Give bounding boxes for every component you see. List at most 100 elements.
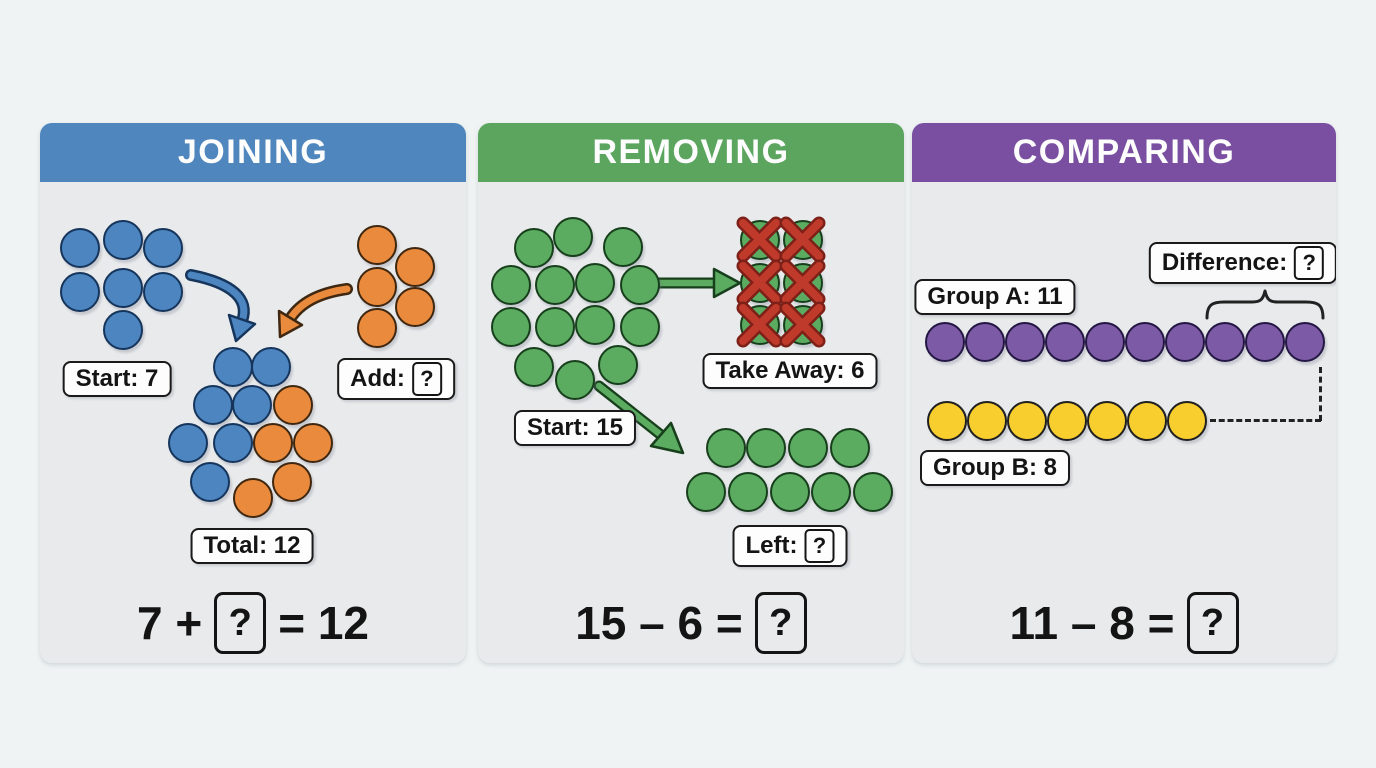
counter-dot bbox=[103, 268, 143, 308]
group-b-yellow bbox=[912, 123, 1336, 663]
counter-dot bbox=[686, 472, 726, 512]
unknown-value-box: ? bbox=[804, 529, 835, 563]
counter-dot bbox=[1047, 401, 1087, 441]
counter-dot bbox=[1285, 322, 1325, 362]
group-b-label: Group B: 8 bbox=[920, 450, 1070, 486]
equation-text: = 12 bbox=[278, 597, 370, 649]
counter-dot bbox=[190, 462, 230, 502]
combined-group-orange bbox=[40, 123, 466, 663]
counter-dot bbox=[272, 462, 312, 502]
group-a-label: Group A: 11 bbox=[914, 279, 1076, 315]
counter-dot bbox=[395, 287, 435, 327]
counter-dot bbox=[736, 216, 783, 263]
counter-dot bbox=[770, 472, 810, 512]
counter-dot bbox=[293, 423, 333, 463]
counter-dot bbox=[491, 307, 531, 347]
red-x-icon bbox=[736, 259, 783, 306]
counter-dot bbox=[251, 347, 291, 387]
counter-dot bbox=[620, 265, 660, 305]
counter-dot bbox=[788, 428, 828, 468]
remaining-group-green bbox=[478, 123, 904, 663]
counter-dot bbox=[60, 272, 100, 312]
add-label: Add:? bbox=[337, 358, 455, 400]
counter-dot bbox=[233, 478, 273, 518]
unknown-value-box: ? bbox=[411, 362, 442, 396]
counter-dot bbox=[514, 228, 554, 268]
counter-dot bbox=[253, 423, 293, 463]
combined-group-blue bbox=[40, 123, 466, 663]
equation-removing: 15 – 6 = ? bbox=[478, 591, 904, 655]
label-text: Left: bbox=[745, 532, 798, 559]
counter-dot bbox=[491, 265, 531, 305]
counter-dot bbox=[746, 428, 786, 468]
difference-brace-icon bbox=[1205, 289, 1325, 320]
panel-title: REMOVING bbox=[592, 133, 790, 171]
counter-dot bbox=[728, 472, 768, 512]
counter-dot bbox=[967, 401, 1007, 441]
counter-dot bbox=[1245, 322, 1285, 362]
red-x-icon bbox=[779, 259, 826, 306]
counter-dot bbox=[1045, 322, 1085, 362]
counter-dot bbox=[620, 307, 660, 347]
red-x-icon bbox=[779, 301, 826, 348]
counter-dot bbox=[779, 216, 826, 263]
equation-joining: 7 + ? = 12 bbox=[40, 591, 466, 655]
difference-label: Difference:? bbox=[1148, 242, 1336, 284]
counter-dot bbox=[575, 263, 615, 303]
counter-dot bbox=[1165, 322, 1205, 362]
add-group-orange bbox=[40, 123, 466, 663]
panel-removing-header: REMOVING bbox=[478, 123, 904, 182]
counter-dot bbox=[357, 308, 397, 348]
counter-dot bbox=[103, 310, 143, 350]
left-label: Left:? bbox=[732, 525, 848, 567]
equation-text: 11 – 8 = bbox=[1009, 597, 1175, 649]
counter-dot bbox=[830, 428, 870, 468]
counter-dot bbox=[213, 347, 253, 387]
counter-dot bbox=[853, 472, 893, 512]
label-text: Total: 12 bbox=[203, 532, 301, 559]
counter-dot bbox=[1127, 401, 1167, 441]
label-text: Take Away: 6 bbox=[715, 357, 865, 384]
difference-dashed-line-horizontal bbox=[1210, 419, 1321, 422]
counter-dot bbox=[143, 228, 183, 268]
counter-dot bbox=[273, 385, 313, 425]
counter-dot bbox=[535, 265, 575, 305]
counter-dot bbox=[736, 301, 783, 348]
counter-dot bbox=[514, 347, 554, 387]
equation-comparing: 11 – 8 = ? bbox=[912, 591, 1336, 655]
difference-dashed-line-vertical bbox=[1319, 367, 1322, 421]
total-label: Total: 12 bbox=[190, 528, 314, 564]
label-text: Start: 7 bbox=[75, 365, 159, 392]
counter-dot bbox=[555, 360, 595, 400]
counter-dot bbox=[927, 401, 967, 441]
label-text: Difference: bbox=[1161, 249, 1288, 276]
counter-dot bbox=[143, 272, 183, 312]
counter-dot bbox=[1085, 322, 1125, 362]
panel-title: JOINING bbox=[177, 133, 329, 171]
counter-dot bbox=[193, 385, 233, 425]
counter-dot bbox=[1125, 322, 1165, 362]
counter-dot bbox=[779, 301, 826, 348]
counter-dot bbox=[357, 225, 397, 265]
counter-dot bbox=[925, 322, 965, 362]
unknown-value-box: ? bbox=[214, 592, 267, 654]
counter-dot bbox=[779, 259, 826, 306]
counter-dot bbox=[1007, 401, 1047, 441]
counter-dot bbox=[598, 345, 638, 385]
start-group-blue bbox=[40, 123, 466, 663]
counter-dot bbox=[736, 259, 783, 306]
counter-dot bbox=[1005, 322, 1045, 362]
panel-joining-header: JOINING bbox=[40, 123, 466, 182]
counter-dot bbox=[168, 423, 208, 463]
unknown-value-box: ? bbox=[1294, 246, 1325, 280]
equation-text: 15 – 6 = bbox=[575, 597, 743, 649]
counter-dot bbox=[535, 307, 575, 347]
counter-dot bbox=[965, 322, 1005, 362]
equation-text: 7 + bbox=[136, 597, 203, 649]
removed-group-green bbox=[478, 123, 904, 663]
red-x-icon bbox=[736, 216, 783, 263]
unknown-value-box: ? bbox=[754, 592, 807, 654]
panel-joining: JOINING Start: 7 Add:? Total: 12 7 + ? = 1… bbox=[40, 123, 466, 663]
